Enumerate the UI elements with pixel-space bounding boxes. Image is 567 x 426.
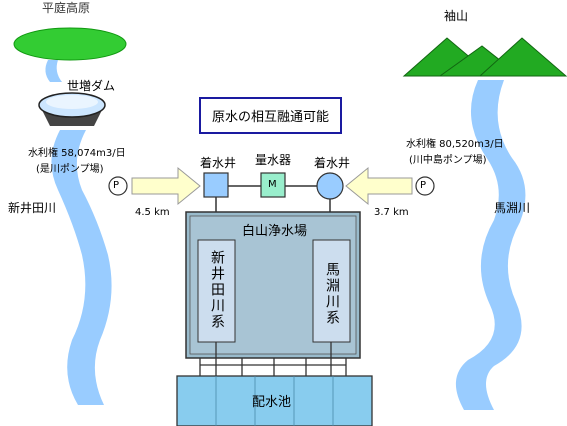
right-river-label: 馬淵川 — [494, 201, 531, 215]
plateau-shape — [13, 27, 127, 61]
left-pump-label: P — [113, 180, 120, 191]
right-river-shape — [455, 80, 526, 410]
left-pond-shape — [203, 172, 229, 198]
left-river-label: 新井田川 — [8, 201, 57, 215]
meter-shape — [260, 172, 286, 198]
right-system-tank — [312, 239, 351, 343]
plant-label: 白山浄水場 — [242, 224, 308, 239]
left-water-right-line1: 水利権 58,074m3/日 — [28, 148, 126, 159]
right-pump-shape — [415, 176, 435, 196]
left-distance: 4.5 km — [135, 207, 170, 218]
right-system-label: 馬淵川系 — [324, 262, 340, 326]
right-water-right-line1: 水利権 80,520m3/日 — [406, 139, 504, 150]
left-pump-shape — [108, 176, 128, 196]
meter-label: 量水器 — [255, 153, 292, 167]
left-pond-label: 着水井 — [200, 156, 237, 170]
left-system-tank — [197, 239, 236, 343]
reservoir-dividers — [215, 376, 334, 426]
right-arrow — [345, 166, 413, 206]
mountain-label: 袖山 — [444, 9, 469, 23]
dam-shape — [38, 92, 106, 126]
dam-label: 世増ダム — [67, 79, 116, 93]
reservoir-label: 配水池 — [252, 395, 292, 410]
left-water-right-line2: (是川ポンプ場) — [36, 164, 104, 175]
meter-symbol: M — [268, 179, 277, 190]
left-upper-stream — [45, 60, 62, 82]
right-pond-label: 着水井 — [314, 156, 351, 170]
left-river-shape — [51, 130, 112, 405]
right-distance: 3.7 km — [374, 207, 409, 218]
title-box-text: 原水の相互融通可能 — [211, 110, 329, 125]
left-system-label: 新井田川系 — [209, 250, 225, 330]
right-pond-shape — [316, 172, 344, 200]
left-arrow — [131, 166, 201, 206]
mountain-shape — [402, 37, 567, 77]
reservoir-pipes — [199, 342, 347, 376]
right-pump-label: P — [420, 180, 427, 191]
title-box: 原水の相互融通可能 — [199, 97, 342, 134]
reservoir-shape — [176, 375, 373, 426]
right-water-right-line2: (川中島ポンプ場) — [409, 155, 487, 166]
plateau-label: 平庭高原 — [42, 1, 91, 15]
